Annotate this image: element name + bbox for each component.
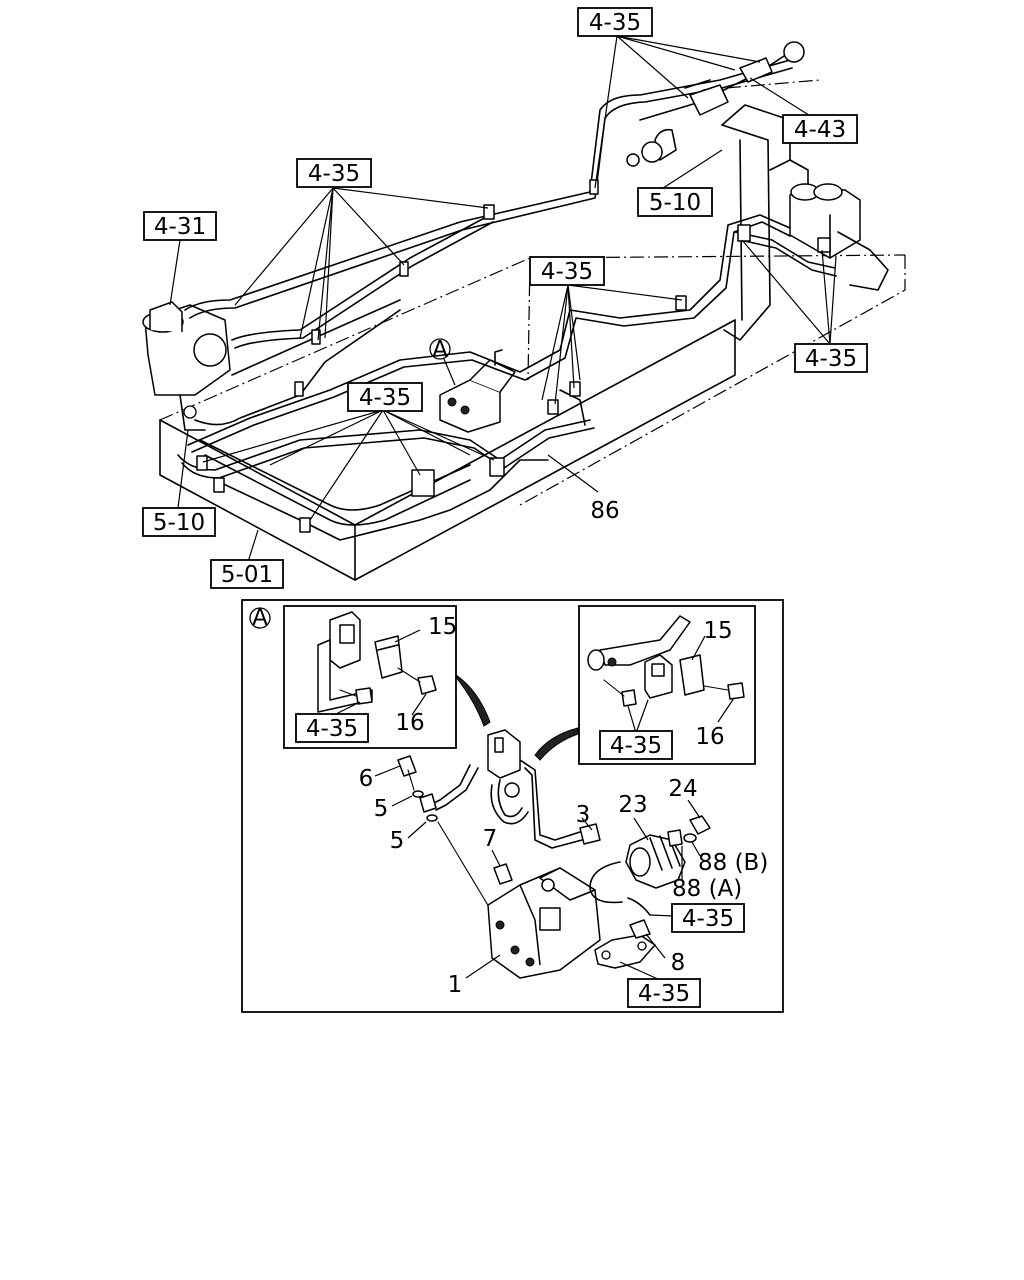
ref-upper-left-cluster: 4-35 bbox=[308, 161, 360, 187]
callout-clip-left-15: 15 bbox=[428, 614, 457, 640]
flange-plate: 8 4-35 bbox=[594, 919, 701, 1008]
ref-top-right: 4-43 bbox=[794, 117, 846, 143]
detail-marker-a-text: A bbox=[252, 605, 268, 631]
ref-flange: 4-35 bbox=[638, 981, 690, 1007]
callout-washer-5a: 5 bbox=[374, 796, 389, 822]
ref-upper-mid: 5-10 bbox=[649, 190, 701, 216]
reservoir-tank bbox=[789, 183, 889, 291]
drive-gear: 23 24 88 (B) 88 (A) bbox=[618, 776, 768, 902]
ref-left-upper: 4-31 bbox=[154, 214, 206, 240]
upper-leaders bbox=[169, 35, 837, 563]
callout-washer-88b: 88 (B) bbox=[698, 850, 768, 876]
hydraulic-lines bbox=[177, 41, 837, 541]
callout-bolt-left-16: 16 bbox=[395, 710, 424, 736]
ref-top-upper: 4-35 bbox=[589, 10, 641, 36]
ref-inset-right: 4-35 bbox=[610, 733, 662, 759]
callout-washer-5b: 5 bbox=[390, 828, 405, 854]
detail-a-panel: A 15 16 4-35 bbox=[241, 599, 784, 1013]
o-ring: 4-35 bbox=[589, 861, 745, 933]
ref-lower-cluster: 4-35 bbox=[359, 385, 411, 411]
callout-bolt-6: 6 bbox=[359, 766, 374, 792]
line-clips bbox=[196, 179, 831, 533]
callout-bolt-8: 8 bbox=[671, 950, 686, 976]
ref-bottom-frame: 5-01 bbox=[221, 562, 273, 588]
ref-ring: 4-35 bbox=[682, 906, 734, 932]
callout-gear-23: 23 bbox=[618, 792, 647, 818]
upper-ref-boxes: 4-35 4-43 5-10 4-35 4-31 4-35 4-35 4-35 … bbox=[142, 7, 868, 589]
pipe-bracket bbox=[419, 729, 601, 849]
inset-right: 15 16 4-35 bbox=[578, 605, 756, 765]
inset-left: 15 16 4-35 bbox=[283, 605, 457, 749]
detail-marker-a-upper-text: A bbox=[432, 337, 448, 363]
callout-nut-24: 24 bbox=[668, 776, 697, 802]
callout-clip-right-15: 15 bbox=[703, 618, 732, 644]
ref-left-lower: 5-10 bbox=[153, 510, 205, 536]
callout-washer-88a: 88 (A) bbox=[672, 876, 742, 902]
chassis-assembly: A bbox=[142, 35, 906, 581]
callout-pump-1: 1 bbox=[448, 972, 463, 998]
callout-tube-3: 3 bbox=[576, 802, 591, 828]
fasteners: 6 5 5 7 3 bbox=[359, 755, 593, 913]
power-steering-pump: 1 bbox=[448, 867, 601, 998]
callout-bolt-7: 7 bbox=[483, 826, 498, 852]
detail-marker-a-upper bbox=[429, 338, 451, 360]
left-valve-cluster bbox=[142, 301, 231, 431]
callout-pipe-86: 86 bbox=[590, 498, 619, 524]
inset-arrow-left bbox=[454, 673, 491, 727]
detail-marker-a bbox=[249, 607, 271, 629]
inset-arrow-right bbox=[534, 727, 579, 761]
ref-inset-left: 4-35 bbox=[306, 716, 358, 742]
ref-center-cluster: 4-35 bbox=[541, 259, 593, 285]
callout-bolt-right-16: 16 bbox=[695, 724, 724, 750]
ref-right-cluster: 4-35 bbox=[805, 346, 857, 372]
center-pump bbox=[439, 349, 516, 433]
